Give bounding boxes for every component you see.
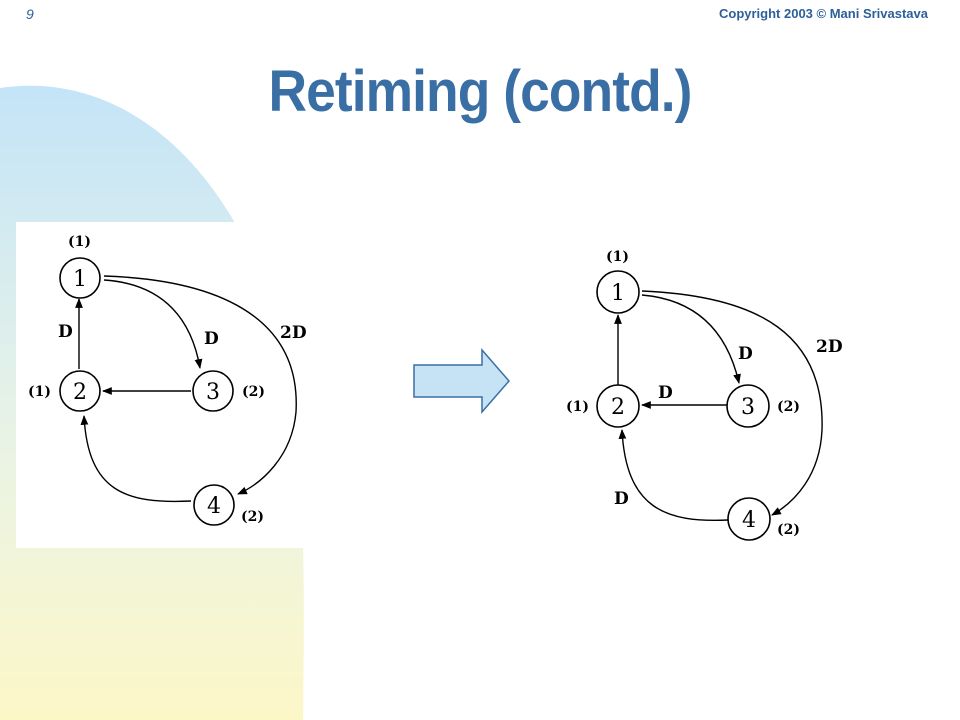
delay-edge-1-3: D xyxy=(204,329,219,349)
edge-1-to-3 xyxy=(641,294,741,384)
node-2-label: 2 xyxy=(73,380,87,405)
node-1-label: 1 xyxy=(73,267,87,292)
node-2-label: 2 xyxy=(611,395,625,420)
right-arrow-icon xyxy=(413,348,510,414)
delay-edge-1-3: D xyxy=(738,344,753,364)
node-1-weight: (1) xyxy=(606,249,629,265)
delay-edge-2-1: D xyxy=(58,322,73,342)
node-3-weight: (2) xyxy=(777,399,800,415)
node-2 xyxy=(596,384,640,428)
node-3-label: 3 xyxy=(206,380,220,405)
node-3-weight: (2) xyxy=(242,384,265,400)
node-1 xyxy=(596,270,640,314)
node-4 xyxy=(727,497,771,541)
edge-1-to-3 xyxy=(103,279,203,369)
node-4 xyxy=(193,484,235,526)
edge-4-to-2 xyxy=(618,429,729,522)
diagram-before: 1 2 3 4 (1) (1) (2) (2) D D 2D xyxy=(16,222,342,548)
node-4-weight: (2) xyxy=(777,522,800,538)
delay-edge-3-2: D xyxy=(658,383,673,403)
node-1 xyxy=(59,257,101,299)
slide-title: Retiming (contd.) xyxy=(268,59,692,124)
node-2-weight: (1) xyxy=(28,384,51,400)
edge-1-to-4 xyxy=(641,290,823,516)
node-2 xyxy=(59,370,101,412)
edge-1-to-4 xyxy=(103,275,297,495)
node-4-label: 4 xyxy=(207,494,221,519)
copyright-notice: Copyright 2003 © Mani Srivastava xyxy=(719,6,928,21)
slide-number: 9 xyxy=(26,6,34,22)
node-1-weight: (1) xyxy=(68,234,91,250)
node-4-label: 4 xyxy=(742,508,756,533)
node-3 xyxy=(726,384,770,428)
diagram-after: 1 2 3 4 (1) (1) (2) (2) D D 2D D xyxy=(550,240,855,556)
delay-edge-1-4: 2D xyxy=(280,323,307,343)
delay-edge-1-4: 2D xyxy=(816,337,843,357)
edge-4-to-2 xyxy=(80,415,192,503)
node-2-weight: (1) xyxy=(566,399,589,415)
node-1-label: 1 xyxy=(611,281,625,306)
node-4-weight: (2) xyxy=(241,509,264,525)
delay-edge-4-2: D xyxy=(614,489,629,509)
node-3 xyxy=(192,370,234,412)
node-3-label: 3 xyxy=(741,395,755,420)
